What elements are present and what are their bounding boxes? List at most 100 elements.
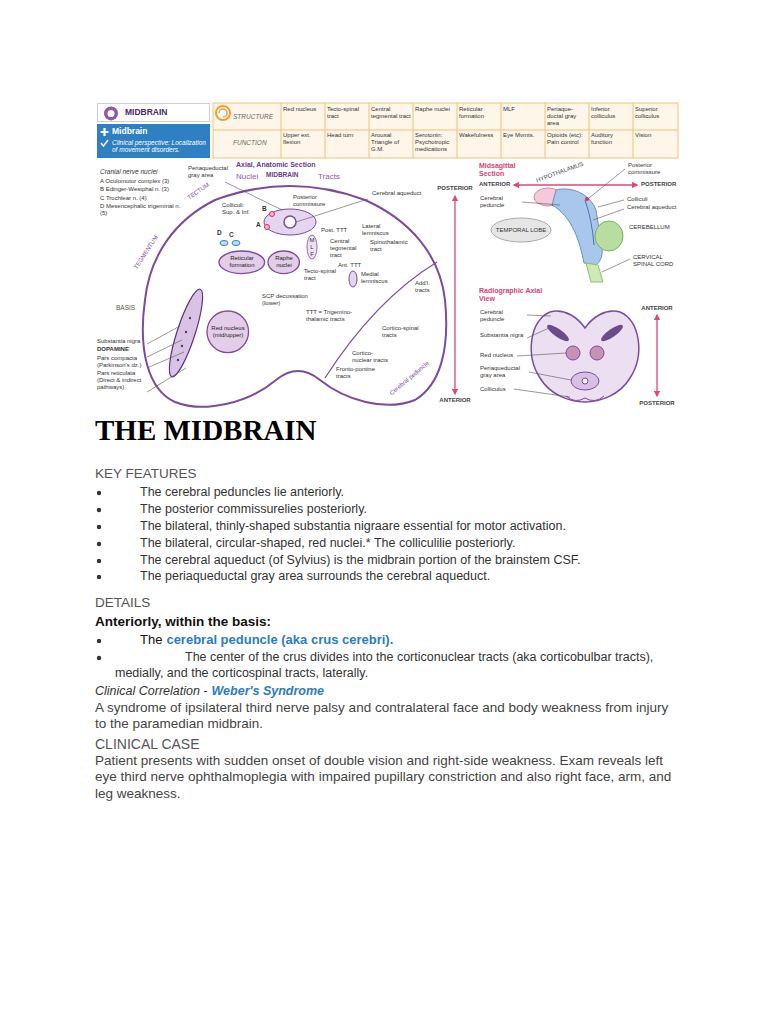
figure-label: Spinothalamic tract <box>370 239 412 253</box>
figure-label: Colliculi <box>627 196 648 203</box>
figure-label: C <box>229 231 234 238</box>
midsagittal-section <box>585 200 594 245</box>
node-heading: MIDBRAIN <box>125 108 205 118</box>
bullet <box>97 542 101 546</box>
axial-section <box>307 235 317 259</box>
table-cell: Serotonin: Psychotropic medications <box>415 132 456 153</box>
axial-section <box>265 225 270 230</box>
figure-label: Posterior commissure <box>293 194 331 208</box>
figure-label: B Edinger-Westphal n. (3) <box>100 186 182 193</box>
table-cell: Eye Mvmts. <box>503 132 544 139</box>
leader-line <box>147 368 186 392</box>
function-table <box>501 103 502 158</box>
figure-label: BASIS <box>116 304 135 311</box>
figure-label: Colliculus <box>480 386 506 393</box>
table-cell: Inferior colliculus <box>591 106 632 120</box>
axial-section <box>177 359 179 361</box>
figure-label: Cranial nerve nuclei <box>100 168 157 175</box>
figure-label: TEMPORAL LOBE <box>496 227 546 234</box>
axial-section <box>143 182 455 407</box>
table-cell: MLF <box>503 106 544 113</box>
figure-label: A Oculomotor complex (3) <box>100 178 182 185</box>
figure-label: DOPAMINE <box>97 346 129 353</box>
table-cell: FUNCTION <box>233 139 267 146</box>
figure-label: Posterior commissure <box>628 162 676 176</box>
function-table <box>219 109 227 117</box>
page-title: THE MIDBRAIN <box>95 414 317 447</box>
figure-label: Radiographic Axial View <box>479 287 551 303</box>
document-text: DETAILS <box>95 595 150 611</box>
axial-section <box>349 271 357 287</box>
red-nucleus-circle: Red nucleus (mid/upper) <box>206 310 250 354</box>
nucleus-oval: Raphe nuclei <box>267 250 300 275</box>
node-icon <box>101 128 109 136</box>
leader-line <box>147 182 368 392</box>
figure-label: Cerebral peduncle <box>480 195 520 209</box>
figure-label: TECTUM <box>186 181 210 201</box>
figure-label: Cerebral aqueduct <box>372 190 421 197</box>
axial-section <box>189 317 191 319</box>
table-cell: Reticular formation <box>459 106 500 120</box>
axial-section <box>264 209 316 235</box>
document-text: The cerebral aqueduct (of Sylvius) is th… <box>140 553 750 567</box>
node-heading: Raphe nuclei <box>274 255 294 269</box>
bullet <box>97 575 101 579</box>
bullet <box>97 656 101 660</box>
table-cell: Central tegmental tract <box>371 106 412 120</box>
bullet <box>97 639 101 643</box>
bullet <box>97 525 101 529</box>
header-box: MIDBRAIN <box>97 103 210 122</box>
figure-label: Cortico-spinal tracts <box>382 325 424 339</box>
function-table <box>413 103 414 158</box>
axis-arrow <box>514 184 637 185</box>
radiographic-view <box>545 322 571 343</box>
figure-label: D Mesencephalic trigeminal n. (5) <box>100 203 182 217</box>
midsagittal-section <box>552 189 602 265</box>
bullet <box>97 508 101 512</box>
document-text: The bilateral, thinly-shaped substantia … <box>140 519 750 533</box>
document-text: The <box>140 633 162 648</box>
table-cell: Raphe nuclei <box>415 106 456 113</box>
function-table <box>589 103 590 158</box>
function-table <box>633 103 634 158</box>
function-table <box>216 106 230 120</box>
figure-label: C Trochlear n. (4) <box>100 195 182 202</box>
table-cell: Wakefulness <box>459 132 500 139</box>
function-table <box>281 103 282 158</box>
figure-label: Post. TTT <box>321 227 347 234</box>
figure-label: TTT = Trigemino-thalamic tracts <box>306 309 356 323</box>
leader-line <box>593 209 624 220</box>
bullet <box>97 559 101 563</box>
figure-label: Axial, Anatomic Section <box>236 161 315 169</box>
axial-section <box>270 212 275 217</box>
radiographic-view <box>514 311 657 402</box>
table-cell: Red nucleus <box>283 106 324 113</box>
radiographic-view <box>566 396 604 401</box>
function-table <box>457 103 458 158</box>
function-table <box>213 103 678 158</box>
document-text: The cerebral peduncles lie anteriorly. <box>140 485 750 499</box>
document-text: KEY FEATURES <box>95 466 197 482</box>
leader-line <box>527 328 549 338</box>
document-text: CLINICAL CASE <box>95 736 200 752</box>
nucleus-oval: Reticular formation <box>218 250 266 275</box>
document-text: cerebral peduncle (aka crus cerebri). <box>166 633 393 648</box>
midsagittal-section <box>585 197 589 201</box>
node-icon <box>101 140 108 146</box>
figure-label: POSTERIOR <box>437 185 472 192</box>
leader-line <box>147 352 184 368</box>
table-cell: STRUCTURE <box>233 113 273 120</box>
figure-label: Lateral lemniscus <box>362 223 392 237</box>
radiographic-view <box>599 322 625 343</box>
figure-label: B <box>262 205 267 212</box>
figure-label: POSTERIOR <box>641 181 676 188</box>
table-cell: Periaque-ductal gray area <box>547 106 588 127</box>
figure-label: ANTERIOR <box>439 397 470 404</box>
document-text: Weber's Syndrome <box>212 684 325 698</box>
figure-label: CEREBELLUM <box>629 224 670 231</box>
figure-label: Colliculi: Sup. & Inf. <box>222 202 258 216</box>
leader-line <box>147 340 182 357</box>
node-body: Clinical perspective: Localization of mo… <box>112 139 206 154</box>
radiographic-view <box>531 311 638 402</box>
